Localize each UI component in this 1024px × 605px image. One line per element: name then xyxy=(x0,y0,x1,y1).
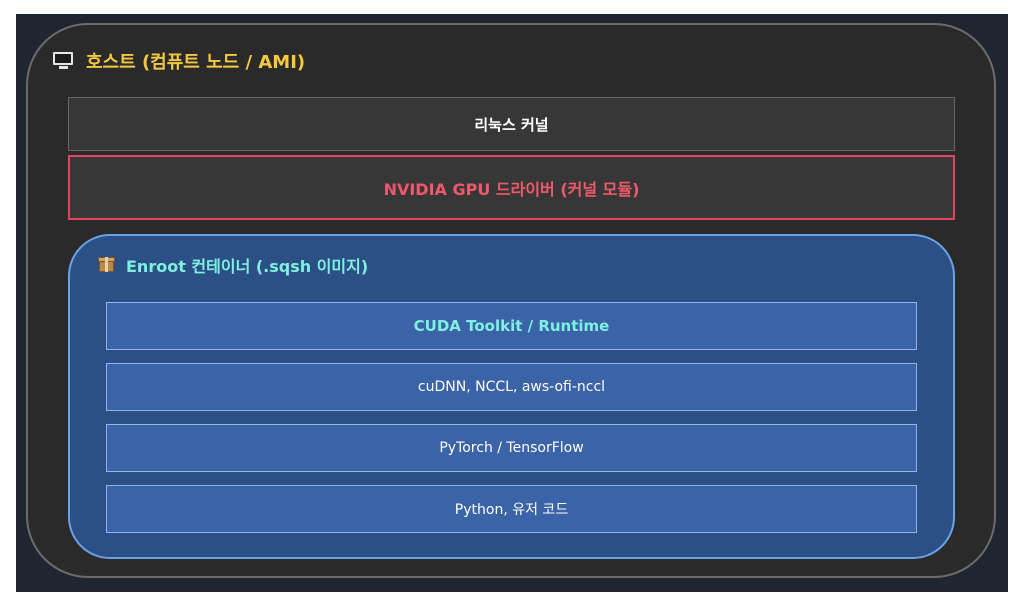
user-code-layer: Python, 유저 코드 xyxy=(106,485,917,533)
host-title: 호스트 (컴퓨트 노드 / AMI) xyxy=(52,48,305,74)
cuda-toolkit-layer: CUDA Toolkit / Runtime xyxy=(106,302,917,350)
user-code-label: Python, 유저 코드 xyxy=(454,502,569,518)
framework-layer: PyTorch / TensorFlow xyxy=(106,424,917,472)
gpu-driver-layer: NVIDIA GPU 드라이버 (커널 모듈) xyxy=(68,155,955,220)
framework-label: PyTorch / TensorFlow xyxy=(439,440,584,456)
cudnn-nccl-layer: cuDNN, NCCL, aws-ofi-nccl xyxy=(106,363,917,411)
linux-kernel-label: 리눅스 커널 xyxy=(474,115,549,134)
cuda-toolkit-label: CUDA Toolkit / Runtime xyxy=(413,317,610,335)
linux-kernel-layer: 리눅스 커널 xyxy=(68,97,955,151)
gpu-driver-label: NVIDIA GPU 드라이버 (커널 모듈) xyxy=(383,179,640,199)
host-title-label: 호스트 (컴퓨트 노드 / AMI) xyxy=(86,52,306,73)
container-title-label: Enroot 컨테이너 (.sqsh 이미지) xyxy=(126,257,369,276)
package-icon xyxy=(98,256,116,274)
monitor-icon xyxy=(52,51,76,71)
cudnn-nccl-label: cuDNN, NCCL, aws-ofi-nccl xyxy=(417,379,606,395)
container-title: Enroot 컨테이너 (.sqsh 이미지) xyxy=(98,253,368,277)
